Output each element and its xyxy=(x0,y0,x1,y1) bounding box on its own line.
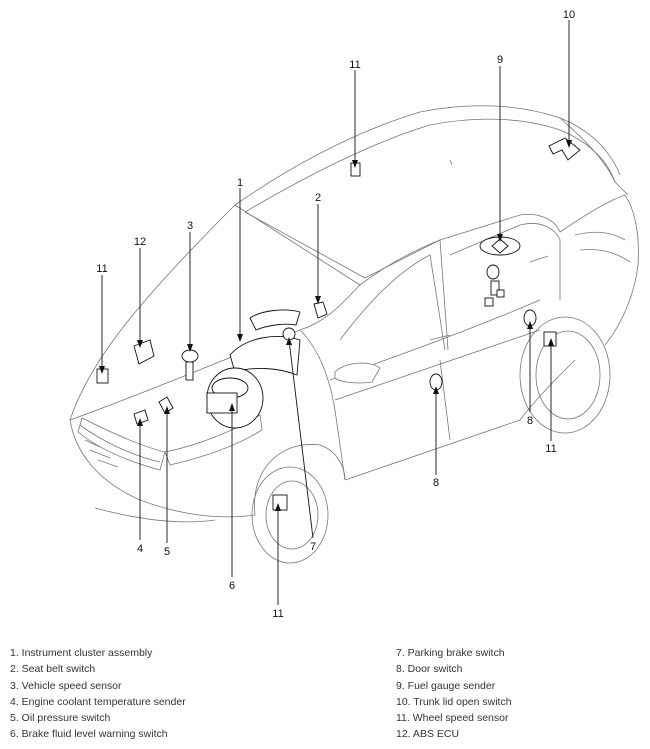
seat-belt-switch-component xyxy=(313,301,328,319)
callout-9: 9 xyxy=(497,54,503,66)
arrow-heads xyxy=(99,140,572,511)
legend-item: 12. ABS ECU xyxy=(396,728,460,741)
wheel-speed-sensor-frontwheel-component xyxy=(272,494,288,511)
legend-item: 9. Fuel gauge sender xyxy=(396,679,496,692)
callout-3: 3 xyxy=(187,220,193,232)
legend-item: 3. Vehicle speed sensor xyxy=(10,679,122,692)
legend-right: 7. Parking brake switch 8. Door switch 9… xyxy=(396,645,512,743)
legend-item: 2. Seat belt switch xyxy=(10,663,96,676)
brake-fluid-switch-component xyxy=(206,367,264,429)
callout-12: 12 xyxy=(134,236,146,248)
car-outline xyxy=(69,105,639,564)
leader-lines xyxy=(101,20,570,605)
legend-left: 1. Instrument cluster assembly 2. Seat b… xyxy=(10,645,186,743)
abs-ecu-component xyxy=(133,339,155,365)
callout-2: 2 xyxy=(315,192,321,204)
car-components-diagram: 1 2 3 4 5 6 7 8 8 9 10 11 11 11 11 12 xyxy=(69,9,639,620)
legend-item: 8. Door switch xyxy=(396,663,463,676)
callout-5: 5 xyxy=(164,546,170,558)
callout-1: 1 xyxy=(237,177,243,189)
fuel-gauge-sender-component xyxy=(479,236,521,307)
coolant-temp-sender-component xyxy=(133,409,149,425)
callout-8-front: 8 xyxy=(433,477,439,489)
trunk-lid-switch-component xyxy=(548,137,581,161)
vehicle-speed-sensor-component xyxy=(181,349,199,381)
callout-11-rearwheel: 11 xyxy=(545,443,556,455)
callout-4: 4 xyxy=(137,543,143,555)
callout-8-rear: 8 xyxy=(527,415,533,427)
legend-item: 1. Instrument cluster assembly xyxy=(10,647,153,659)
legend-item: 10. Trunk lid open switch xyxy=(396,695,512,708)
oil-pressure-switch-component xyxy=(158,396,174,414)
callout-labels: 1 2 3 4 5 6 7 8 8 9 10 11 11 11 11 12 xyxy=(96,9,575,620)
callout-11-roof: 11 xyxy=(349,59,360,71)
legend-item: 4. Engine coolant temperature sender xyxy=(10,695,186,708)
callout-11-frontwheel: 11 xyxy=(272,608,283,620)
legend-item: 11. Wheel speed sensor xyxy=(396,712,509,725)
callout-10: 10 xyxy=(563,9,575,21)
callout-6: 6 xyxy=(229,580,235,592)
legend-item: 6. Brake fluid level warning switch xyxy=(10,728,168,741)
callout-11-front: 11 xyxy=(96,263,107,275)
components xyxy=(96,137,581,511)
legend-item: 7. Parking brake switch xyxy=(396,647,505,659)
callout-7: 7 xyxy=(310,541,316,553)
legend-item: 5. Oil pressure switch xyxy=(10,712,111,725)
instrument-cluster-component xyxy=(229,336,301,376)
